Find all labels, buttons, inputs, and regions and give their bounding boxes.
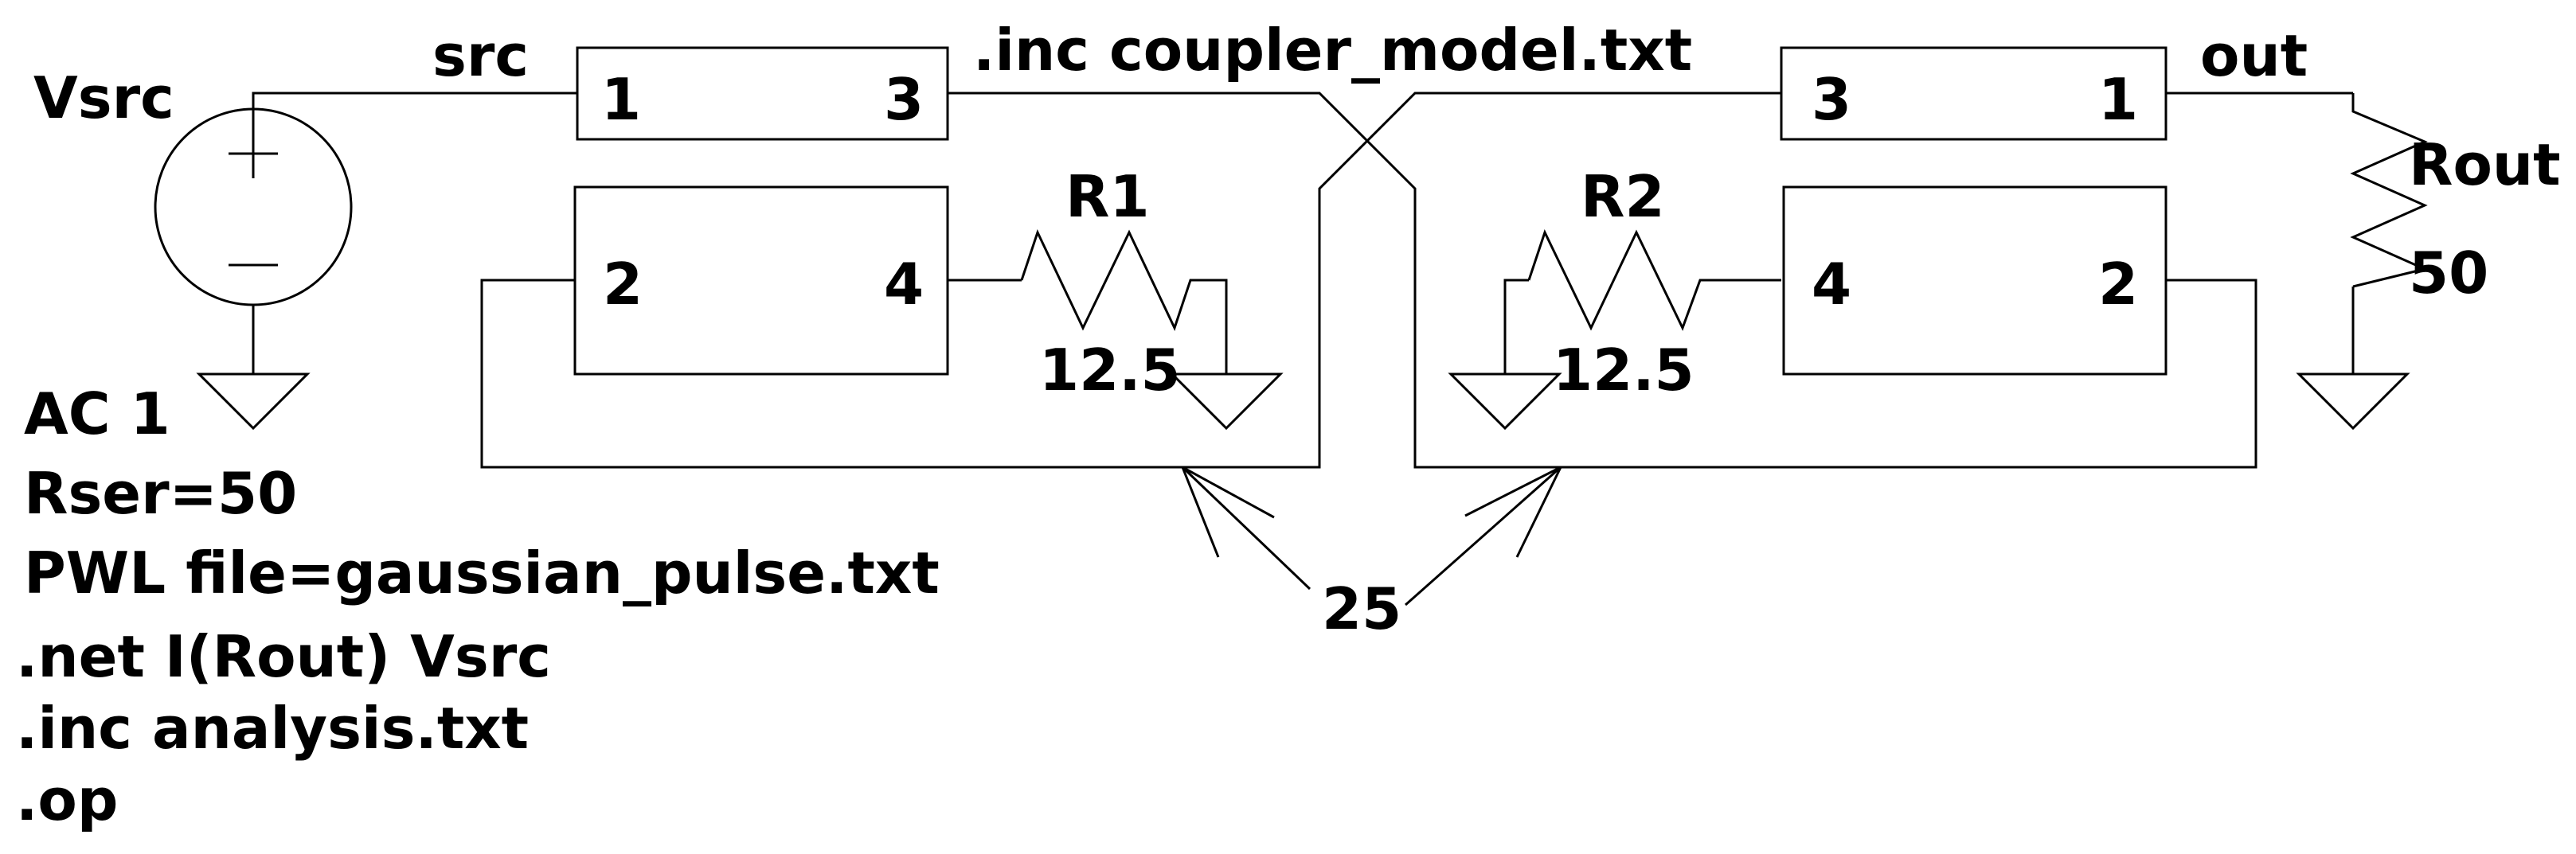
source-line-pwl: PWL file=gaussian_pulse.txt xyxy=(24,540,940,606)
resistor-r2-value: 12.5 xyxy=(1553,337,1695,404)
source-name: Vsrc xyxy=(33,64,174,131)
wire-r1-right xyxy=(1206,279,1228,374)
coupler-1-pin-2: 2 xyxy=(603,251,643,318)
wire-coupler1-port2 xyxy=(480,279,1182,469)
resistor-r2[interactable] xyxy=(1527,229,1716,331)
directive-op: .op xyxy=(16,766,118,833)
resistor-rout[interactable] xyxy=(2350,93,2429,288)
wire-cross-a xyxy=(948,92,1561,469)
ground-icon-r2 xyxy=(1448,372,1562,431)
wire-cross-b xyxy=(1182,92,1781,469)
ground-icon-r1 xyxy=(1169,372,1284,431)
net-label-src: src xyxy=(432,22,529,89)
resistor-r1[interactable] xyxy=(1020,228,1206,332)
resistor-rout-name: Rout xyxy=(2409,131,2561,198)
wire-coupler2-port2 xyxy=(1561,279,2257,469)
coupler-2-pin-1: 1 xyxy=(2098,66,2138,133)
directive-include-model: .inc coupler_model.txt xyxy=(973,17,1692,84)
source-line-rser: Rser=50 xyxy=(24,460,297,527)
arrow-left-icon xyxy=(1181,466,1311,591)
value-arrows xyxy=(1181,466,1562,606)
coupler-1[interactable]: 1 3 2 4 xyxy=(573,46,949,376)
resistor-rout-value: 50 xyxy=(2409,240,2488,306)
coupler-1-pin-4: 4 xyxy=(884,251,924,318)
ground-symbols xyxy=(196,372,2410,431)
directive-net: .net I(Rout) Vsrc xyxy=(16,623,551,690)
resistor-r2-zigzag xyxy=(1527,229,1716,331)
resistor-r1-name: R1 xyxy=(1065,163,1150,230)
resistor-rout-zigzag xyxy=(2350,93,2429,288)
labels: src out Vsrc .inc coupler_model.txt R1 1… xyxy=(16,17,2561,833)
arrow-right-head xyxy=(1515,466,1562,558)
ground-icon-rout xyxy=(2296,372,2410,431)
voltage-source-symbol[interactable] xyxy=(154,107,353,306)
resistor-r1-value: 12.5 xyxy=(1039,337,1181,404)
coupler-2-pin-4: 4 xyxy=(1812,251,1851,318)
wire-r2-left xyxy=(1503,279,1529,374)
coupler-1-bottom-box xyxy=(573,185,949,376)
coupler-2-bottom-box xyxy=(1782,185,2168,376)
coupler-2[interactable]: 3 1 4 2 xyxy=(1780,46,2168,376)
source-line-ac: AC 1 xyxy=(24,380,170,447)
arrow-right-icon xyxy=(1405,466,1562,606)
coupler-2-pin-3: 3 xyxy=(1812,66,1851,133)
coupler-2-pin-2: 2 xyxy=(2098,251,2138,318)
voltage-source-circle xyxy=(154,107,353,306)
coupler-1-pin-1: 1 xyxy=(601,66,641,133)
ground-icon-vsrc xyxy=(196,372,311,431)
resistor-r1-zigzag xyxy=(1020,228,1206,332)
resistor-r2-name: R2 xyxy=(1581,163,1665,230)
coupler-1-pin-3: 3 xyxy=(884,66,924,133)
wires xyxy=(252,92,2355,469)
net-label-out: out xyxy=(2200,22,2308,89)
coupler-2-top-box xyxy=(1780,46,2168,141)
arrow-left-head xyxy=(1181,466,1220,558)
shared-value-label: 25 xyxy=(1322,575,1401,642)
directive-include-analysis: .inc analysis.txt xyxy=(16,695,529,762)
coupler-1-top-box xyxy=(576,46,949,141)
